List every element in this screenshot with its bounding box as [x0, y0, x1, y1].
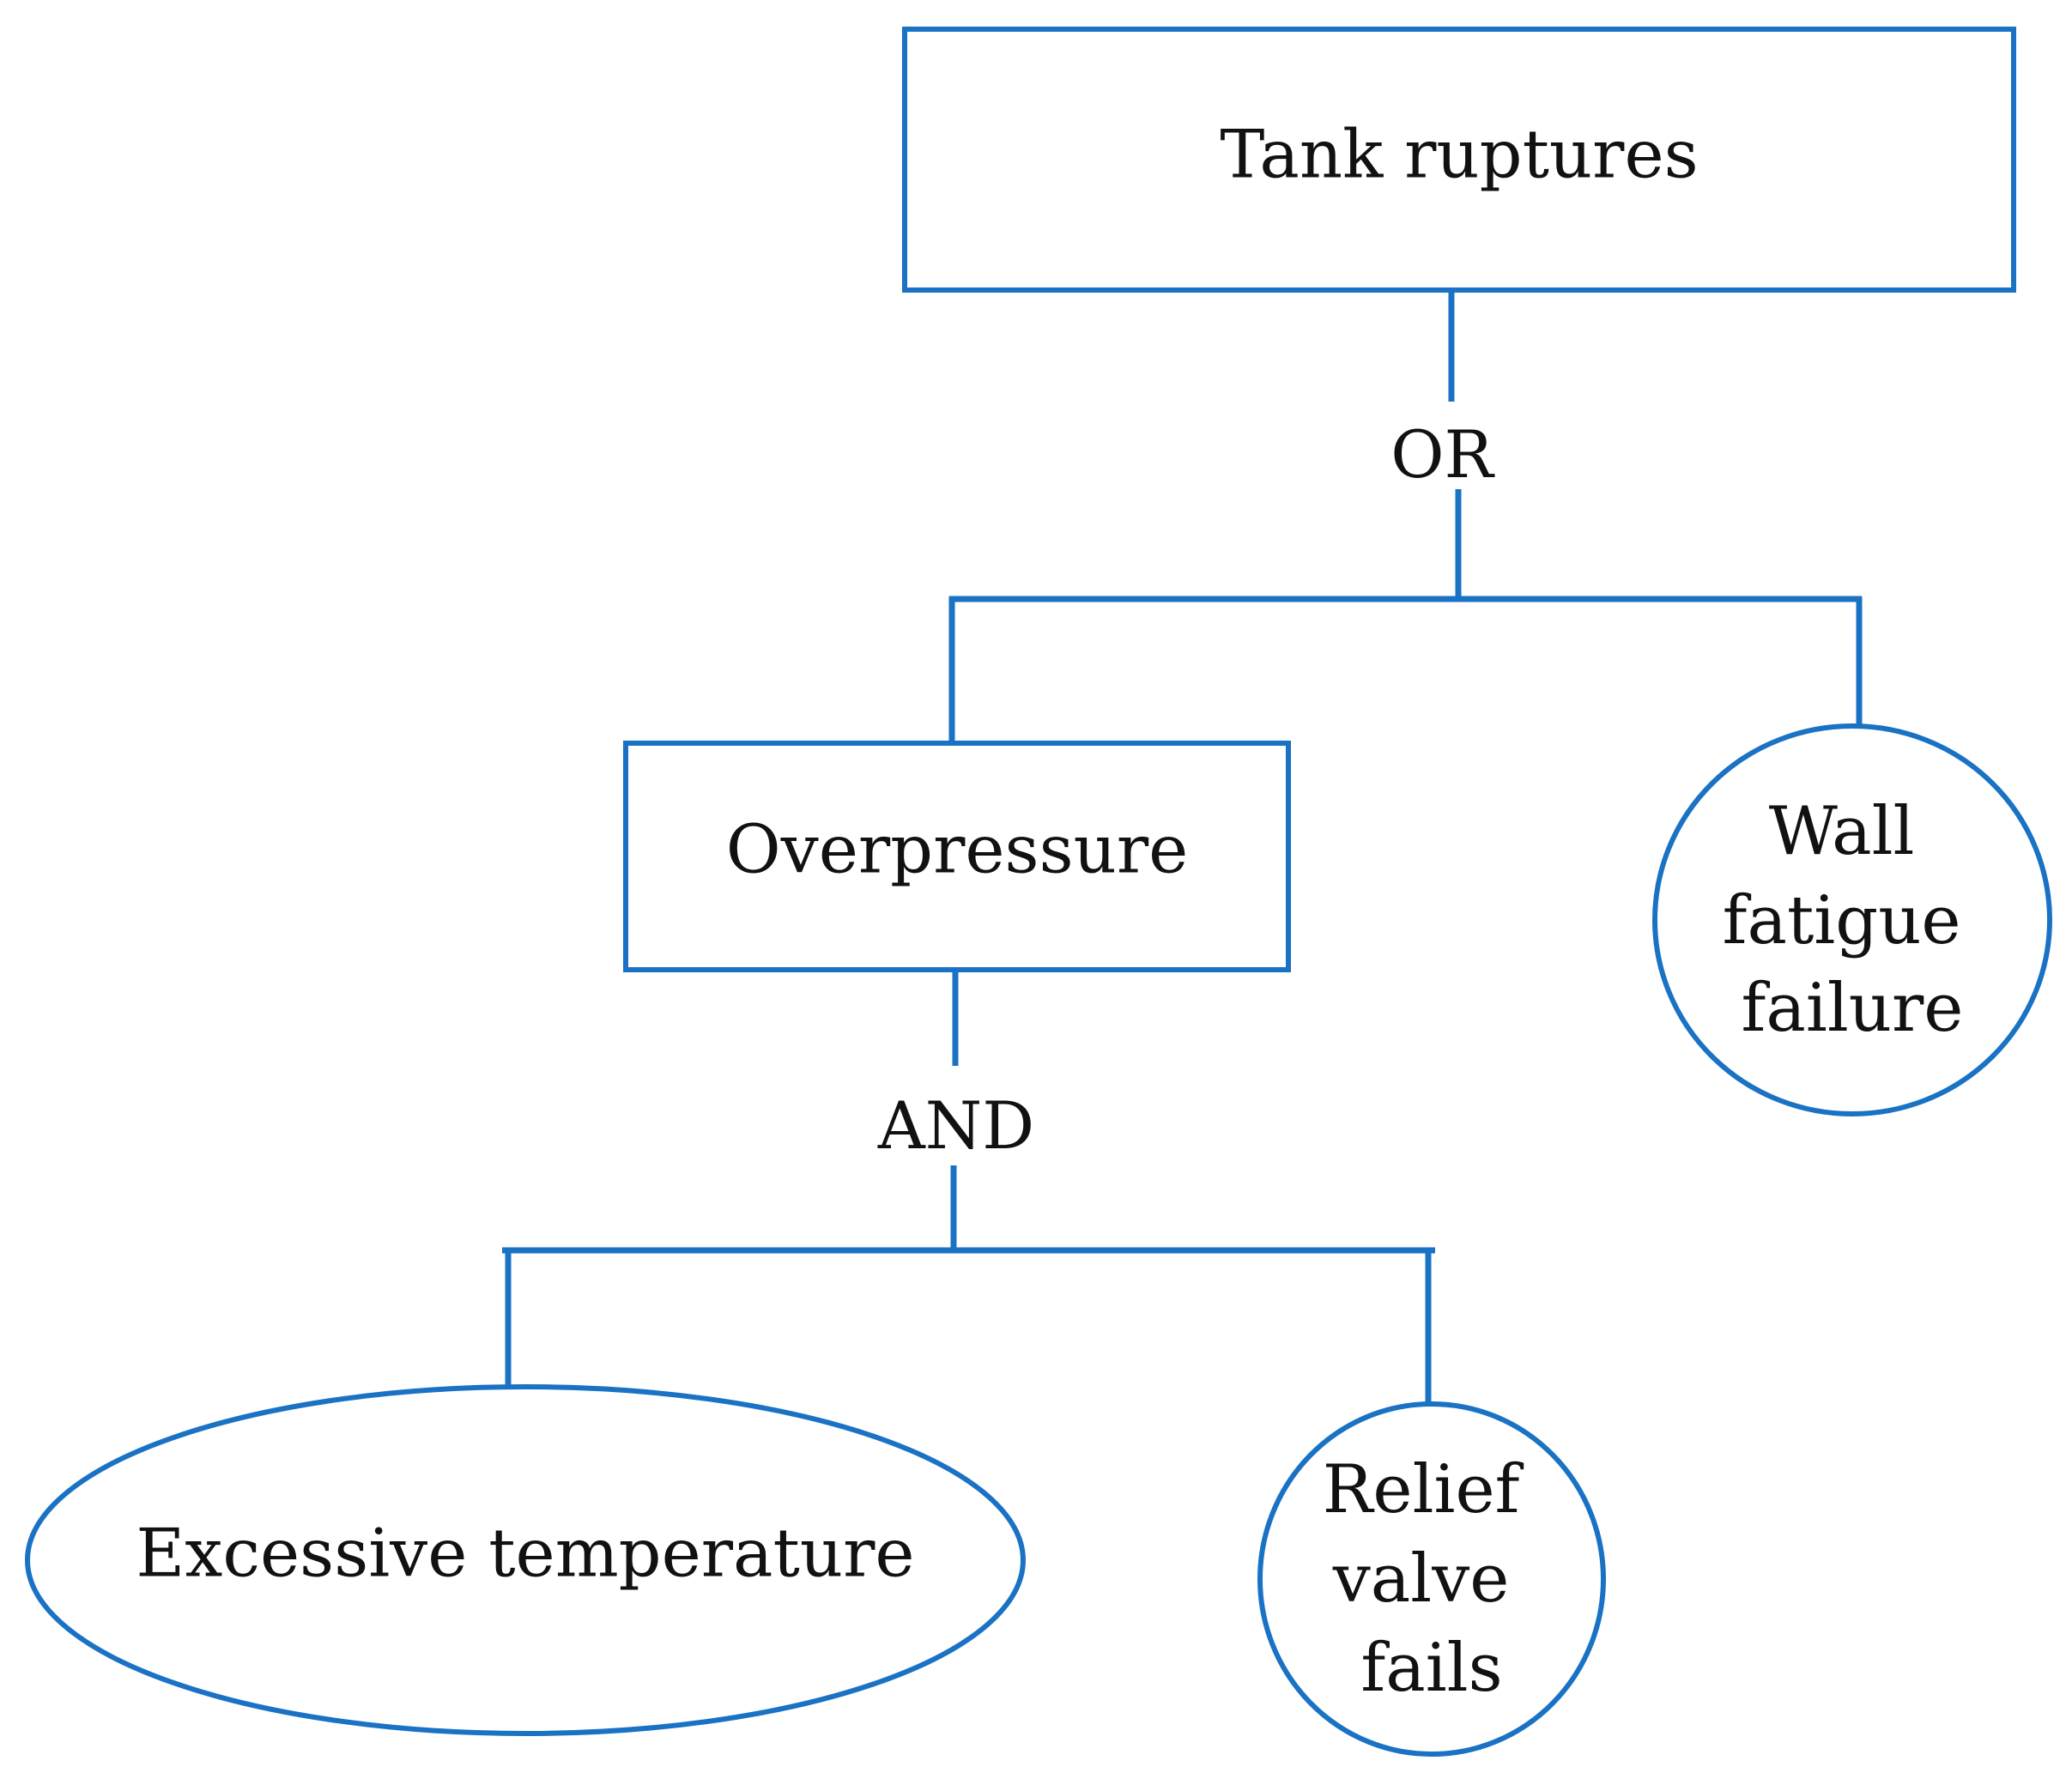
or-gate-label: OR — [1390, 416, 1495, 493]
wall-fatigue-node: Wall fatigue failure — [1652, 723, 2052, 1116]
relief-valve-line-3: fails — [1360, 1630, 1502, 1707]
overpressure-box — [623, 741, 1291, 972]
connectors — [502, 290, 1863, 1404]
relief-valve-node: Relief valve fails — [1257, 1401, 1606, 1757]
wall-fatigue-label: Wall fatigue failure — [1723, 793, 1983, 1047]
overpressure-node: Overpressure — [623, 741, 1291, 972]
top-event-node: Tank ruptures — [902, 27, 2016, 293]
relief-valve-circle — [1257, 1401, 1606, 1757]
excessive-temperature-ellipse — [25, 1384, 1026, 1736]
overpressure-label: Overpressure — [726, 812, 1189, 889]
top-event-label: Tank ruptures — [1220, 117, 1698, 194]
relief-valve-line-1: Relief — [1323, 1451, 1524, 1528]
relief-valve-line-2: valve — [1332, 1540, 1510, 1618]
and-gate-label: AND — [877, 1087, 1034, 1164]
wall-fatigue-line-2: fatigue — [1723, 882, 1961, 959]
wall-fatigue-circle — [1652, 723, 2052, 1116]
wall-fatigue-line-3: failure — [1742, 970, 1964, 1047]
excessive-temperature-node: Excessive temperature — [25, 1384, 1026, 1736]
excessive-temperature-label: Excessive temperature — [136, 1516, 914, 1593]
relief-valve-label: Relief valve fails — [1323, 1451, 1542, 1707]
top-event-box — [902, 27, 2016, 293]
wall-fatigue-line-1: Wall — [1769, 793, 1915, 870]
